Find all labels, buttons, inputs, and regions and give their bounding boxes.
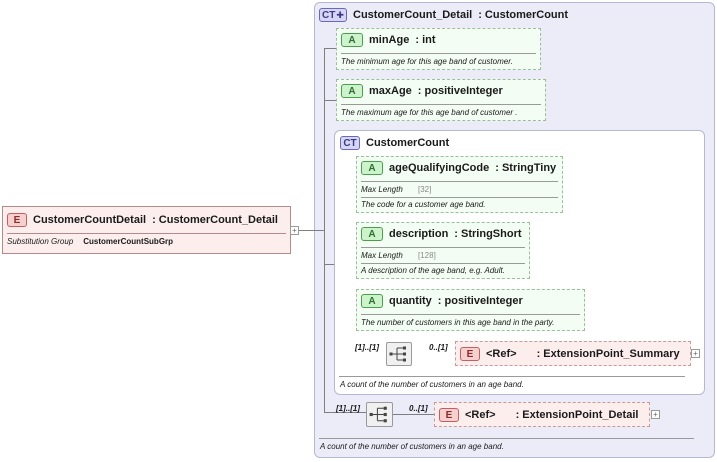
attribute-doc: The number of customers in this age band… (361, 318, 555, 327)
ref-type: : ExtensionPoint_Summary (536, 348, 680, 360)
attribute-doc: The minimum age for this age band of cus… (341, 57, 513, 66)
ref-label: <Ref> (465, 409, 496, 421)
expand-icon[interactable]: + (651, 410, 660, 419)
attribute-badge-icon: A (361, 294, 383, 308)
facet-label: Max Length (361, 251, 403, 260)
attribute-name: quantity (389, 295, 432, 307)
connector-trunk-outer (324, 48, 325, 412)
connector-minage (324, 48, 336, 49)
outer-ct-name: CustomerCount_Detail (353, 9, 473, 21)
ref-label: <Ref> (486, 348, 517, 360)
substitution-group-value: CustomerCountSubGrp (83, 237, 174, 246)
connector-inner-ct (324, 264, 336, 265)
attribute-name: minAge (369, 34, 410, 46)
root-element-type: : CustomerCount_Detail (152, 214, 278, 226)
attribute-maxage[interactable]: A maxAge : positiveInteger The maximum a… (336, 79, 546, 121)
attribute-doc: The code for a customer age band. (361, 200, 486, 209)
attribute-type: : int (415, 34, 436, 46)
attribute-agequalifyingcode[interactable]: A ageQualifyingCode : StringTiny Max Len… (356, 156, 563, 213)
inner-sequence-occurrence: [1]..[1] (355, 343, 379, 352)
attribute-name: ageQualifyingCode (389, 162, 490, 174)
outer-ref-occurrence: 0..[1] (409, 404, 428, 413)
connector-outer-ref (393, 414, 435, 415)
attribute-minage[interactable]: A minAge : int The minimum age for this … (336, 28, 541, 70)
element-customercountdetail[interactable]: E CustomerCountDetail : CustomerCount_De… (2, 206, 291, 254)
ref-type: : ExtensionPoint_Detail (515, 409, 639, 421)
outer-ct-header: CT✚ CustomerCount_Detail : CustomerCount (319, 7, 568, 23)
attribute-name: maxAge (369, 85, 412, 97)
facet-value: [128] (418, 251, 436, 260)
outer-ct-doc: A count of the number of customers in an… (320, 442, 504, 451)
attribute-type: : StringShort (454, 228, 522, 240)
attribute-doc: A description of the age band, e.g. Adul… (361, 266, 505, 275)
inner-ct-header: CT CustomerCount (340, 135, 449, 151)
element-ref-extensionpoint-detail[interactable]: E <Ref> : ExtensionPoint_Detail (434, 402, 650, 427)
attribute-name: description (389, 228, 449, 240)
attribute-type: : positiveInteger (417, 85, 503, 97)
attribute-doc: The maximum age for this age band of cus… (341, 108, 518, 117)
element-badge-icon: E (439, 408, 459, 422)
root-element-name: CustomerCountDetail (33, 214, 147, 226)
attribute-description[interactable]: A description : StringShort Max Length [… (356, 222, 530, 279)
outer-ct-type: : CustomerCount (478, 9, 569, 21)
facet-value: [32] (418, 185, 432, 194)
attribute-badge-icon: A (361, 227, 383, 241)
sequence-icon[interactable] (386, 342, 412, 366)
element-badge-icon: E (7, 213, 27, 227)
connector-root-h (291, 230, 325, 231)
element-badge-icon: E (460, 347, 480, 361)
expand-icon[interactable]: + (290, 226, 299, 235)
facet-label: Max Length (361, 185, 403, 194)
ct-attr-badge-icon: CT✚ (319, 8, 347, 22)
attribute-badge-icon: A (361, 161, 383, 175)
ct-badge-icon: CT (340, 136, 360, 150)
sequence-icon[interactable] (366, 402, 393, 427)
attribute-quantity[interactable]: A quantity : positiveInteger The number … (356, 289, 585, 331)
outer-sequence-occurrence: [1]..[1] (336, 404, 360, 413)
attribute-type: : positiveInteger (437, 295, 523, 307)
inner-ref-occurrence: 0..[1] (429, 343, 448, 352)
attribute-badge-icon: A (341, 33, 363, 47)
attribute-type: : StringTiny (495, 162, 557, 174)
connector-outer-seq (324, 412, 366, 413)
element-ref-extensionpoint-summary[interactable]: E <Ref> : ExtensionPoint_Summary (455, 341, 691, 366)
connector-maxage (324, 100, 336, 101)
outer-ct-doc-separator (319, 438, 694, 439)
inner-ct-name: CustomerCount (366, 137, 450, 149)
expand-icon[interactable]: + (691, 349, 700, 358)
attribute-badge-icon: A (341, 84, 363, 98)
inner-ct-doc: A count of the number of customers in an… (340, 380, 524, 389)
inner-ct-doc-separator (339, 376, 685, 377)
substitution-group-label: Substitution Group (7, 237, 74, 246)
